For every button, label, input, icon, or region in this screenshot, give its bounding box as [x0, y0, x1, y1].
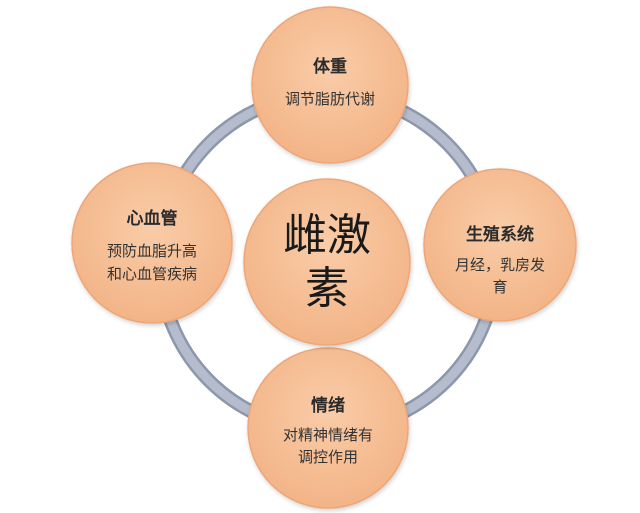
node-cardiovascular-line-2: 和心血管疾病: [107, 265, 197, 283]
node-reproductive-system-line-2: 育: [492, 278, 507, 296]
node-emotion: 情绪 对精神情绪有 调控作用: [247, 347, 409, 509]
node-reproductive-system-title: 生殖系统: [466, 224, 534, 245]
node-weight-circle: [251, 6, 409, 164]
node-emotion-title: 情绪: [311, 395, 345, 416]
node-center-circle: [243, 178, 411, 346]
node-cardiovascular-line-1: 预防血脂升高: [107, 242, 197, 260]
node-reproductive-system-line-1: 月经，乳房发: [455, 256, 545, 274]
node-reproductive-system: 生殖系统 月经，乳房发 育: [423, 168, 577, 322]
node-weight-line-1: 调节脂肪代谢: [285, 90, 375, 108]
node-weight-title: 体重: [313, 56, 347, 77]
node-emotion-line-1: 对精神情绪有: [283, 426, 373, 444]
center-title-line-1: 雌激: [283, 210, 371, 261]
node-reproductive-system-circle: [423, 168, 577, 322]
node-cardiovascular: 心血管 预防血脂升高 和心血管疾病: [71, 162, 233, 324]
node-weight: 体重 调节脂肪代谢: [251, 6, 409, 164]
node-emotion-line-2: 调控作用: [298, 448, 358, 466]
node-center-estrogen: 雌激 素: [243, 178, 411, 346]
node-emotion-circle: [247, 347, 409, 509]
node-cardiovascular-circle: [71, 162, 233, 324]
node-cardiovascular-title: 心血管: [127, 208, 178, 229]
center-title-line-2: 素: [305, 263, 349, 314]
